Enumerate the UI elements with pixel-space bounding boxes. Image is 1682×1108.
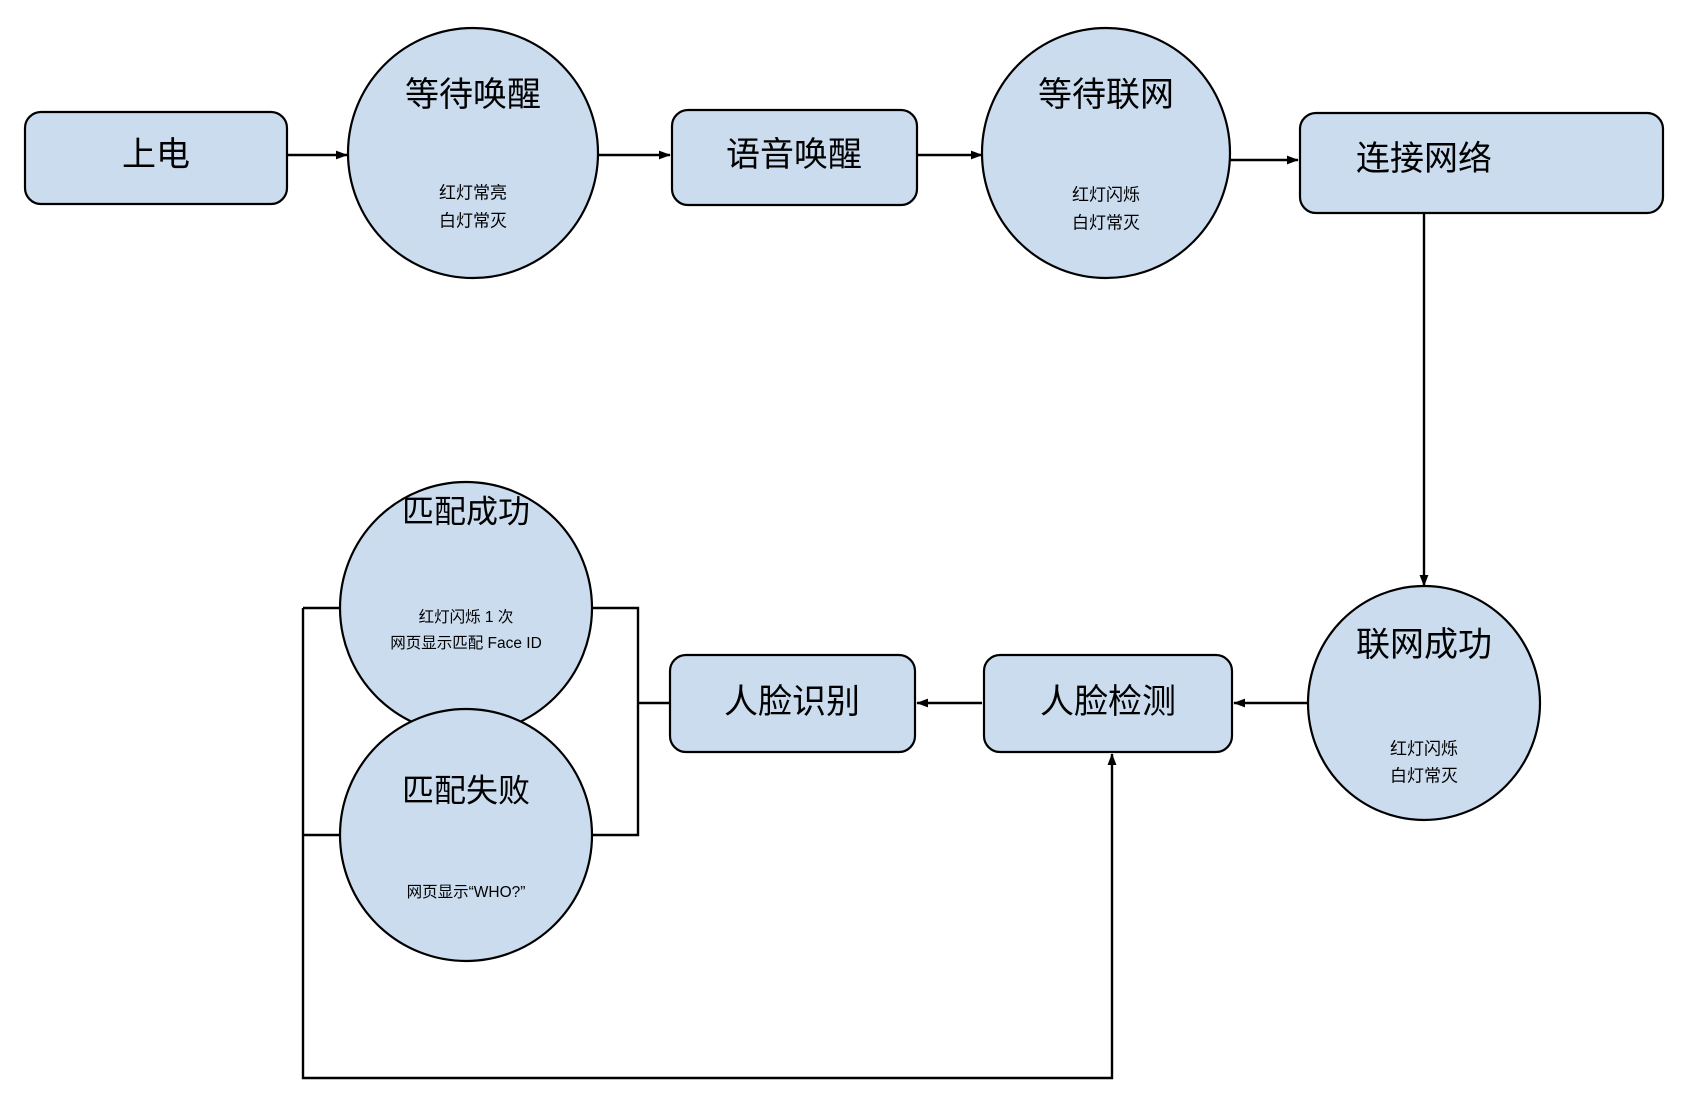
node-match-fail-label: 匹配失败 xyxy=(402,772,530,808)
node-wait-network[interactable]: 等待联网 红灯闪烁 白灯常灭 xyxy=(980,26,1232,280)
node-match-success-sub-0: 红灯闪烁 1 次 xyxy=(419,608,514,626)
node-connect-network-label: 连接网络 xyxy=(1356,140,1492,178)
node-wait-wakeup-sub-0: 红灯常亮 xyxy=(439,183,507,202)
node-face-detect-label: 人脸检测 xyxy=(1040,683,1176,721)
node-wait-wakeup-shape[interactable] xyxy=(346,26,600,280)
node-network-success-label: 联网成功 xyxy=(1356,626,1492,664)
node-wait-network-label: 等待联网 xyxy=(1038,76,1174,114)
node-voice-wakeup-label: 语音唤醒 xyxy=(726,136,862,174)
node-network-success[interactable]: 联网成功 红灯闪烁 白灯常灭 xyxy=(1306,584,1542,822)
edge-match-fail-feedback-to-face-detect xyxy=(301,753,1117,1080)
node-wait-wakeup-sub-1: 白灯常灭 xyxy=(439,211,507,230)
node-network-success-shape[interactable] xyxy=(1306,584,1542,822)
node-match-success-label: 匹配成功 xyxy=(402,493,530,529)
node-power-on[interactable]: 上电 xyxy=(23,110,289,206)
node-face-recognize-label: 人脸识别 xyxy=(724,683,860,721)
node-wait-network-sub-1: 白灯常灭 xyxy=(1072,213,1140,232)
node-layer: 上电 等待唤醒 红灯常亮 白灯常灭 语音唤醒 等待联网 红灯闪烁 白灯常灭 xyxy=(23,26,1665,963)
node-match-fail[interactable]: 匹配失败 网页显示“WHO?” xyxy=(338,707,594,963)
node-match-success[interactable]: 匹配成功 红灯闪烁 1 次 网页显示匹配 Face ID xyxy=(338,480,594,736)
node-connect-network[interactable]: 连接网络 xyxy=(1298,111,1665,215)
node-wait-wakeup-label: 等待唤醒 xyxy=(405,76,541,114)
node-face-recognize[interactable]: 人脸识别 xyxy=(668,653,917,754)
node-match-fail-sub-0: 网页显示“WHO?” xyxy=(407,884,526,901)
node-match-fail-shape[interactable] xyxy=(338,707,594,963)
node-power-on-label: 上电 xyxy=(122,136,190,174)
node-face-detect-shape[interactable] xyxy=(982,653,1234,754)
node-voice-wakeup-shape[interactable] xyxy=(670,108,919,207)
node-face-recognize-shape[interactable] xyxy=(668,653,917,754)
node-network-success-sub-1: 白灯常灭 xyxy=(1390,766,1458,785)
node-wait-network-sub-0: 红灯闪烁 xyxy=(1072,185,1140,204)
node-connect-network-shape[interactable] xyxy=(1298,111,1665,215)
node-network-success-sub-0: 红灯闪烁 xyxy=(1390,739,1458,758)
node-power-on-shape[interactable] xyxy=(23,110,289,206)
node-match-success-sub-1: 网页显示匹配 Face ID xyxy=(390,634,542,652)
node-voice-wakeup[interactable]: 语音唤醒 xyxy=(670,108,919,207)
node-wait-network-shape[interactable] xyxy=(980,26,1232,280)
node-wait-wakeup[interactable]: 等待唤醒 红灯常亮 白灯常灭 xyxy=(346,26,600,280)
node-face-detect[interactable]: 人脸检测 xyxy=(982,653,1234,754)
